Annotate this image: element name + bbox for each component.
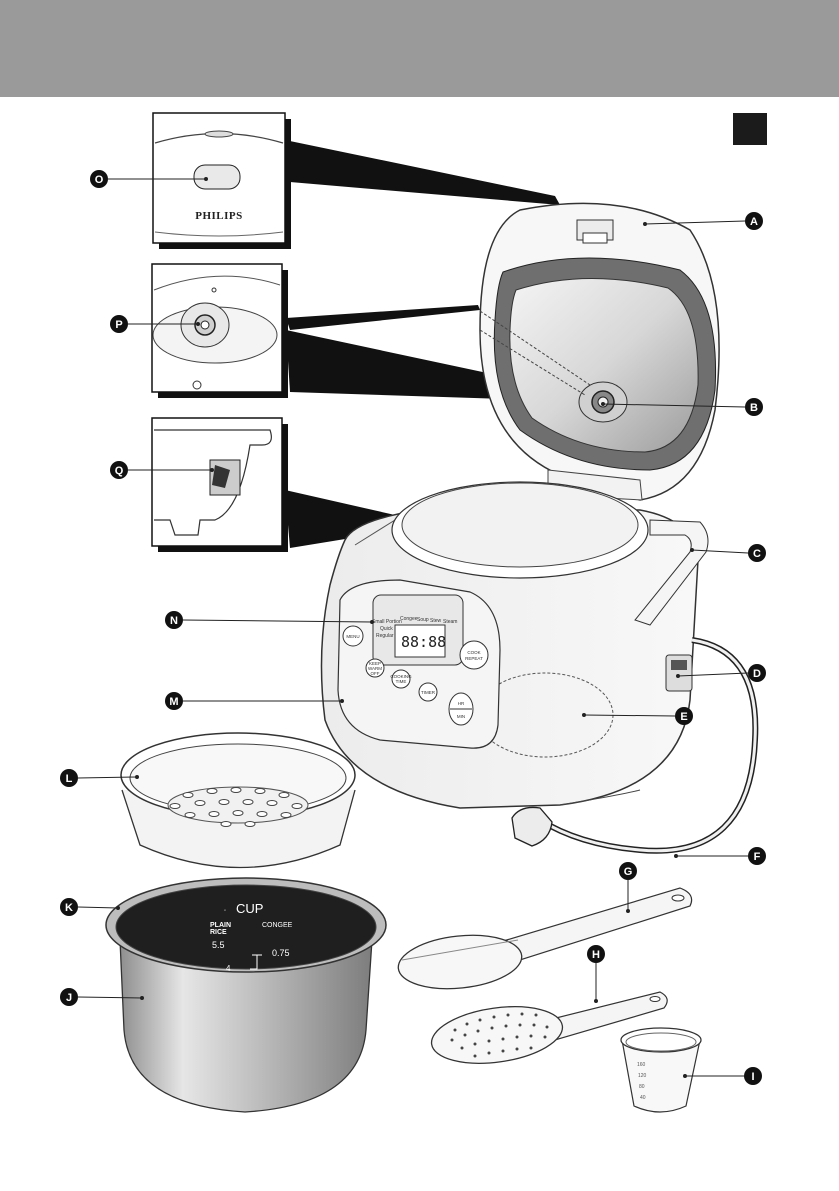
menu-button-label: MENU (346, 634, 359, 639)
cook-repeat-button[interactable]: COOK REPEAT (460, 641, 488, 669)
cup-mark-160: 160 (637, 1062, 646, 1068)
callout-k: K (60, 898, 78, 916)
callout-h: H (587, 945, 605, 963)
menu-button[interactable]: MENU (343, 626, 363, 646)
svg-text:F: F (754, 851, 761, 863)
cup-marker: ◦ (224, 908, 226, 914)
svg-text:E: E (680, 711, 687, 723)
svg-text:G: G (624, 866, 633, 878)
side-label-regular: Regular (376, 633, 394, 639)
menu-label-soup: Soup (417, 617, 429, 623)
pot-congee-value: 0.75 (272, 948, 290, 958)
callout-l: L (60, 769, 78, 787)
svg-text:K: K (65, 902, 73, 914)
timer-label: TIMER (421, 690, 436, 695)
svg-text:Q: Q (115, 465, 124, 477)
pot-congee-label: CONGEE (262, 922, 293, 929)
min-label: MIN (457, 714, 465, 719)
menu-label-stew: Stew (430, 618, 442, 624)
svg-text:P: P (115, 319, 122, 331)
pot-rice-label: RICE (210, 929, 227, 936)
control-panel: 88:88 Congee Soup Stew Steam Small Porti… (338, 580, 500, 748)
callout-j: J (60, 988, 78, 1006)
callout-f: F (748, 847, 766, 865)
svg-text:C: C (753, 548, 761, 560)
callout-a: A (745, 212, 763, 230)
lcd-display: 88:88 (401, 633, 446, 651)
hr-label: HR (458, 701, 465, 706)
cook-label: COOK (467, 650, 480, 655)
callout-g: G (619, 862, 637, 880)
callout-c: C (748, 544, 766, 562)
svg-text:B: B (750, 402, 758, 414)
callout-p: P (110, 315, 128, 333)
menu-label-steam: Steam (443, 619, 457, 625)
measuring-cup: 160 120 80 40 (621, 1028, 701, 1112)
cup-mark-120: 120 (638, 1073, 647, 1079)
rice-spoon (396, 888, 692, 994)
time-label: TIME (396, 679, 407, 684)
callout-q: Q (110, 461, 128, 479)
pot-plain-rice-value: 5.5 (212, 940, 225, 950)
cup-mark-80: 80 (639, 1084, 645, 1090)
keep-warm-off-button[interactable]: KEEP WARM OFF (366, 659, 384, 677)
svg-text:N: N (170, 615, 178, 627)
callout-o: O (90, 170, 108, 188)
cup-mark-40: 40 (640, 1095, 646, 1101)
pot-small-value: 4 (226, 964, 231, 973)
callout-m: M (165, 692, 183, 710)
svg-text:J: J (66, 992, 72, 1004)
callout-n: N (165, 611, 183, 629)
pot-cup-title: CUP (236, 901, 263, 916)
pot-plain-label: PLAIN (210, 922, 231, 929)
open-lid (480, 203, 719, 500)
svg-text:H: H (592, 949, 600, 961)
svg-text:L: L (66, 773, 73, 785)
brand-logo: PHILIPS (195, 210, 243, 222)
callout-e: E (675, 707, 693, 725)
svg-text:A: A (750, 216, 758, 228)
inner-pot: ◦ CUP PLAIN RICE CONGEE 5.5 0.75 4 (106, 878, 386, 1112)
repeat-label: REPEAT (465, 656, 483, 661)
svg-text:D: D (753, 668, 761, 680)
detail-lid-button: PHILIPS (153, 113, 560, 249)
svg-text:I: I (751, 1071, 754, 1083)
side-label-quick: Quick (380, 626, 393, 632)
off-label: OFF (371, 671, 380, 676)
steaming-basket (121, 733, 355, 868)
menu-label-congee: Congee (400, 616, 418, 622)
svg-text:M: M (169, 696, 178, 708)
svg-text:O: O (95, 174, 104, 186)
side-label-small-portion: Small Portion (372, 619, 402, 625)
hr-min-button[interactable]: HR MIN (449, 693, 473, 725)
callout-i: I (744, 1067, 762, 1085)
callout-d: D (748, 664, 766, 682)
callout-b: B (745, 398, 763, 416)
timer-button[interactable]: TIMER (419, 683, 437, 701)
